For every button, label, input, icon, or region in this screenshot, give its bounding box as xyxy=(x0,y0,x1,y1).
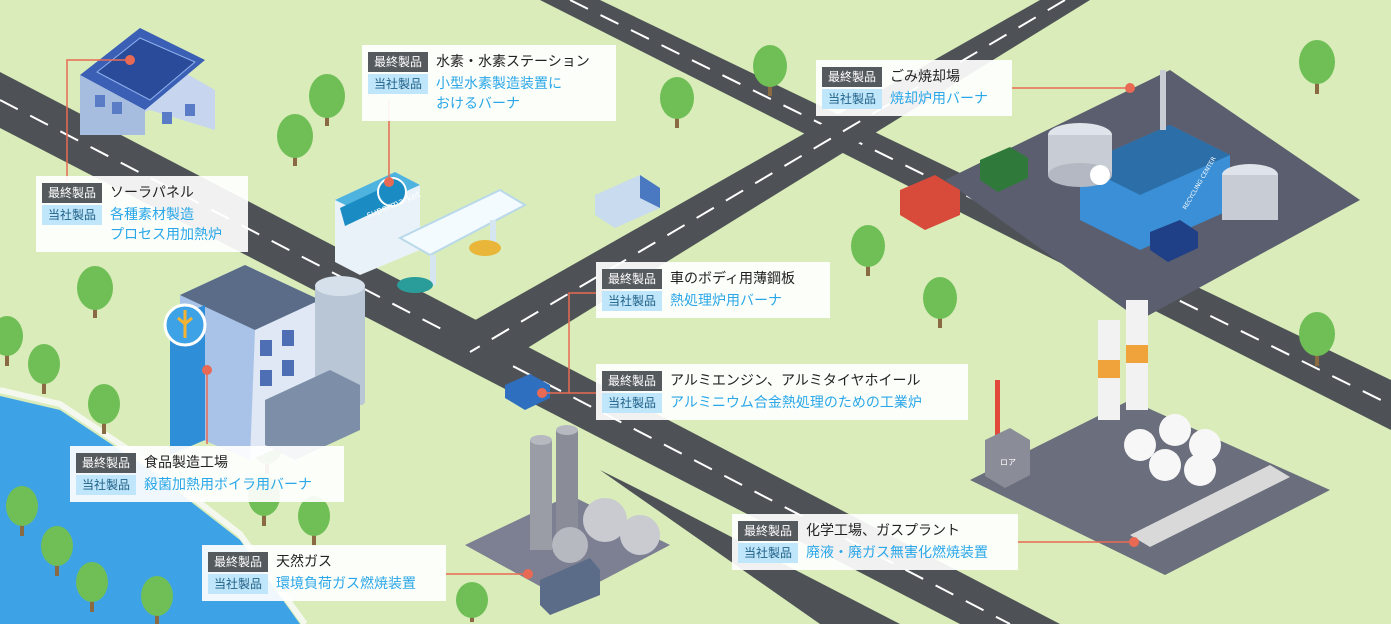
our-product: 環境負荷ガス燃焼装置 xyxy=(276,576,417,592)
final-product-tag: 最終製品 xyxy=(42,183,103,203)
final-row: 最終製品 ごみ焼却場 xyxy=(822,67,1006,87)
trees xyxy=(0,40,1335,624)
tree xyxy=(41,526,73,576)
final-product-tag: 最終製品 xyxy=(738,521,799,541)
truck-red xyxy=(900,175,960,230)
our-product: アルミニウム合金熱処理のための工業炉 xyxy=(670,395,922,411)
final-product: ソーラパネル xyxy=(110,185,194,201)
final-product-tag: 最終製品 xyxy=(602,269,663,289)
final-product-tag: 最終製品 xyxy=(76,453,137,473)
chemical-plant: ロア xyxy=(970,300,1330,575)
tree xyxy=(1299,40,1335,94)
final-row: 最終製品 水素・水素ステーション xyxy=(368,52,610,72)
our-product-tag: 当社製品 xyxy=(602,393,663,413)
our-product: 小型水素製造装置に おけるバーナ xyxy=(436,74,562,114)
our-product-tag: 当社製品 xyxy=(208,574,269,594)
road-top xyxy=(540,0,1391,430)
final-product: 化学工場、ガスプラント xyxy=(806,523,961,539)
ours-row: 当社製品 殺菌加熱用ボイラ用バーナ xyxy=(76,475,338,495)
our-product-tag: 当社製品 xyxy=(76,475,137,495)
leader-solar xyxy=(66,59,130,182)
final-row: 最終製品 天然ガス xyxy=(208,552,440,572)
tree xyxy=(851,225,885,276)
leader-body xyxy=(542,292,596,394)
road-main xyxy=(0,72,1060,624)
our-product-tag: 当社製品 xyxy=(42,205,103,225)
callout-chem: 最終製品 化学工場、ガスプラント 当社製品 廃液・廃ガス無害化燃焼装置 xyxy=(732,514,1018,570)
final-row: 最終製品 アルミエンジン、アルミタイヤホイール xyxy=(602,371,962,391)
car-blue xyxy=(505,374,550,410)
tree xyxy=(76,562,108,612)
leader-dots xyxy=(125,55,1139,579)
solar-house xyxy=(80,28,215,135)
food-factory xyxy=(163,265,365,460)
tree xyxy=(753,45,787,96)
tree xyxy=(0,316,23,366)
ours-row: 当社製品 焼却炉用バーナ xyxy=(822,89,1006,109)
our-product-line: 小型水素製造装置に xyxy=(436,76,563,92)
final-product: 水素・水素ステーション xyxy=(436,54,590,70)
leaders xyxy=(66,59,1134,575)
tree xyxy=(77,266,113,318)
tree xyxy=(309,74,345,126)
tree xyxy=(88,384,120,434)
our-product: 廃液・廃ガス無害化燃焼装置 xyxy=(806,545,989,561)
tree xyxy=(456,582,488,622)
gas-plant xyxy=(465,425,670,615)
our-product-tag: 当社製品 xyxy=(822,89,883,109)
callout-alumi: 最終製品 アルミエンジン、アルミタイヤホイール 当社製品 アルミニウム合金熱処理… xyxy=(596,364,968,420)
callout-solar: 最終製品 ソーラパネル 当社製品 各種素材製造 プロセス用加熱炉 xyxy=(36,176,248,252)
final-row: 最終製品 化学工場、ガスプラント xyxy=(738,521,1012,541)
ours-row: 当社製品 小型水素製造装置に おけるバーナ xyxy=(368,74,610,114)
tree xyxy=(660,77,694,128)
our-product-line: プロセス用加熱炉 xyxy=(110,227,223,243)
final-product-tag: 最終製品 xyxy=(602,371,663,391)
our-product: 熱処理炉用バーナ xyxy=(670,293,783,309)
callout-body: 最終製品 車のボディ用薄鋼板 当社製品 熱処理炉用バーナ xyxy=(596,262,830,318)
ours-row: 当社製品 廃液・廃ガス無害化燃焼装置 xyxy=(738,543,1012,563)
our-product-tag: 当社製品 xyxy=(368,74,429,94)
final-product-tag: 最終製品 xyxy=(368,52,429,72)
final-product: ごみ焼却場 xyxy=(890,69,961,85)
final-row: 最終製品 食品製造工場 xyxy=(76,453,338,473)
our-product: 殺菌加熱用ボイラ用バーナ xyxy=(144,477,313,493)
our-product: 焼却炉用バーナ xyxy=(890,91,989,107)
tree xyxy=(277,114,313,166)
ours-row: 当社製品 熱処理炉用バーナ xyxy=(602,291,824,311)
tree xyxy=(1299,312,1335,366)
final-product: 車のボディ用薄鋼板 xyxy=(670,271,796,287)
truck-top xyxy=(595,175,660,228)
tree xyxy=(6,486,38,536)
our-product-tag: 当社製品 xyxy=(738,543,799,563)
road-cross-line xyxy=(469,0,1066,353)
tree xyxy=(141,576,173,624)
tree xyxy=(28,344,60,394)
callout-gas: 最終製品 天然ガス 当社製品 環境負荷ガス燃焼装置 xyxy=(202,545,446,601)
ours-row: 当社製品 環境負荷ガス燃焼装置 xyxy=(208,574,440,594)
recycle-icon xyxy=(1090,165,1110,185)
waste-plant: RECYCLING CENTER xyxy=(945,70,1360,320)
final-product: 食品製造工場 xyxy=(144,455,229,471)
ours-row: 当社製品 アルミニウム合金熱処理のための工業炉 xyxy=(602,393,962,413)
final-product-tag: 最終製品 xyxy=(822,67,883,87)
our-product-line: おけるバーナ xyxy=(436,96,521,112)
final-product: アルミエンジン、アルミタイヤホイール xyxy=(670,373,921,389)
callout-food: 最終製品 食品製造工場 当社製品 殺菌加熱用ボイラ用バーナ xyxy=(70,446,344,502)
callout-waste: 最終製品 ごみ焼却場 当社製品 焼却炉用バーナ xyxy=(816,60,1012,116)
our-product-tag: 当社製品 xyxy=(602,291,663,311)
hydrogen-station: supermarket xyxy=(335,172,528,293)
final-row: 最終製品 車のボディ用薄鋼板 xyxy=(602,269,824,289)
final-row: 最終製品 ソーラパネル xyxy=(42,183,242,203)
chem-sign: ロア xyxy=(1000,458,1016,467)
callout-hydrogen: 最終製品 水素・水素ステーション 当社製品 小型水素製造装置に おけるバーナ xyxy=(362,45,616,121)
ours-row: 当社製品 各種素材製造 プロセス用加熱炉 xyxy=(42,205,242,245)
tree xyxy=(923,277,957,328)
final-product-tag: 最終製品 xyxy=(208,552,269,572)
tree xyxy=(298,496,330,546)
our-product: 各種素材製造 プロセス用加熱炉 xyxy=(110,205,222,245)
final-product: 天然ガス xyxy=(276,554,333,570)
our-product-line: 各種素材製造 xyxy=(110,207,195,223)
